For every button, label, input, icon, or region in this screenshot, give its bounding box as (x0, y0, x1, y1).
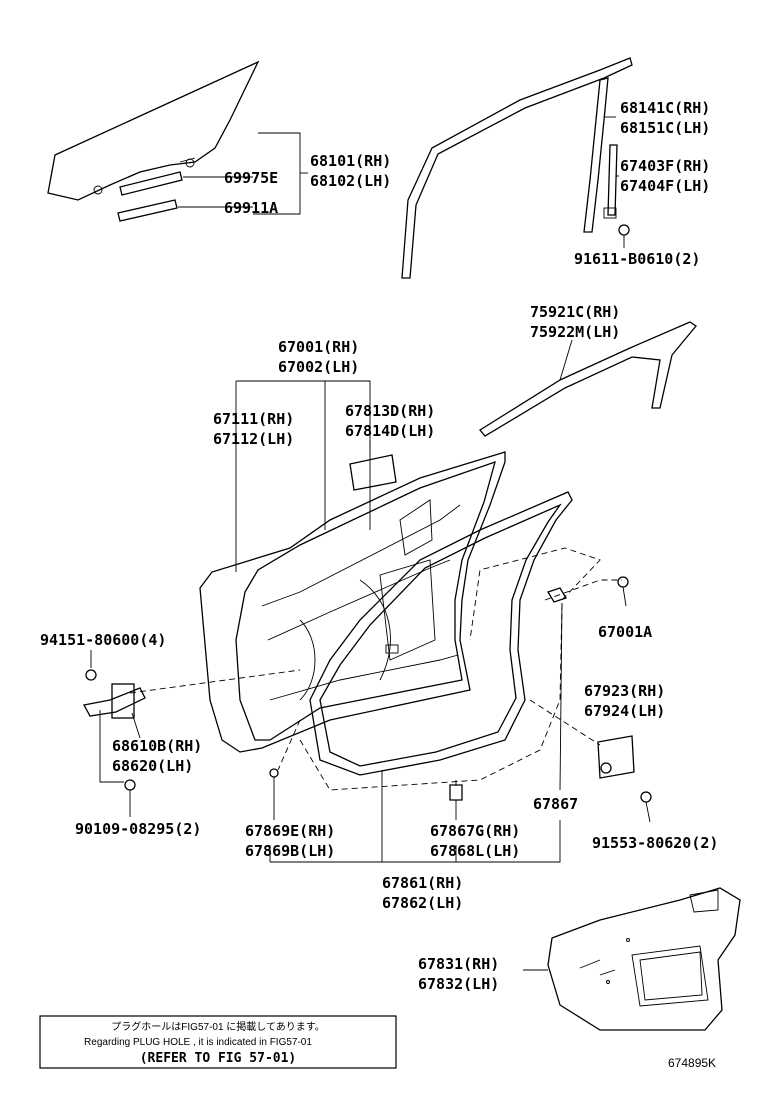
label-67403f: 67403F(RH) (620, 157, 710, 175)
label-67002: 67002(LH) (278, 358, 359, 376)
clip-67867-a (547, 587, 567, 603)
clip-67867g (449, 784, 463, 820)
weatherstrip-leaders (269, 602, 563, 863)
label-67111: 67111(RH) (213, 410, 294, 428)
label-67867g: 67867G(RH) (430, 822, 520, 840)
label-91553: 91553-80620(2) (592, 834, 718, 852)
label-69911a: 69911A (224, 199, 278, 217)
label-68620: 68620(LH) (112, 757, 193, 775)
glass-stopper-69975e (119, 171, 183, 196)
door-trim-panel (547, 887, 741, 1031)
door-check (83, 669, 146, 800)
label-68102: 68102(LH) (310, 172, 391, 190)
note-japanese: プラグホールはFIG57-01 に掲載してあります。 (111, 1020, 324, 1033)
label-67869b: 67869B(LH) (245, 842, 335, 860)
label-68141c: 68141C(RH) (620, 99, 710, 117)
label-67814d: 67814D(LH) (345, 422, 435, 440)
label-90109: 90109-08295(2) (75, 820, 201, 838)
label-67861: 67861(RH) (382, 874, 463, 892)
label-68151c: 68151C(LH) (620, 119, 710, 137)
door-weatherstrip (309, 491, 573, 776)
label-67923: 67923(RH) (584, 682, 665, 700)
door-leaders (235, 380, 371, 572)
bolt-91611 (618, 224, 630, 243)
label-67001a: 67001A (598, 623, 652, 641)
label-67832: 67832(LH) (418, 975, 499, 993)
label-67001: 67001(RH) (278, 338, 359, 356)
clip-67001a (617, 576, 629, 607)
note-frame (39, 1015, 397, 1069)
service-hole-cover-67813d (349, 454, 397, 491)
label-67404f: 67404F(LH) (620, 177, 710, 195)
label-75921c: 75921C(RH) (530, 303, 620, 321)
label-68101: 68101(RH) (310, 152, 391, 170)
channel-67403f (603, 144, 618, 219)
glass-leaders (178, 132, 308, 215)
door-glass (47, 60, 260, 201)
reference-note: プラグホールはFIG57-01 に掲載してあります。 Regarding PLU… (39, 1015, 397, 1069)
glass-run-channel (401, 57, 633, 279)
check-leaders (90, 650, 141, 817)
label-67862: 67862(LH) (382, 894, 463, 912)
label-67867: 67867 (533, 795, 578, 813)
label-69975e: 69975E (224, 169, 278, 187)
door-lock-67923 (597, 735, 652, 823)
label-67112: 67112(LH) (213, 430, 294, 448)
label-91611: 91611-B0610(2) (574, 250, 700, 268)
note-refer: (REFER TO FIG 57-01) (140, 1051, 297, 1066)
label-75922m: 75922M(LH) (530, 323, 620, 341)
glass-channel-69911a (117, 199, 178, 222)
channel-leaders (604, 116, 625, 248)
label-94151: 94151-80600(4) (40, 631, 166, 649)
note-english: Regarding PLUG HOLE , it is indicated in… (84, 1037, 312, 1048)
label-68610b: 68610B(RH) (112, 737, 202, 755)
belt-moulding (479, 321, 697, 437)
label-67813d: 67813D(RH) (345, 402, 435, 420)
label-67868l: 67868L(LH) (430, 842, 520, 860)
label-67869e: 67869E(RH) (245, 822, 335, 840)
figure-id: 674895K (668, 1056, 716, 1070)
label-67831: 67831(RH) (418, 955, 499, 973)
clip-67869e (269, 768, 279, 820)
door-shell (199, 451, 506, 753)
label-67924: 67924(LH) (584, 702, 665, 720)
